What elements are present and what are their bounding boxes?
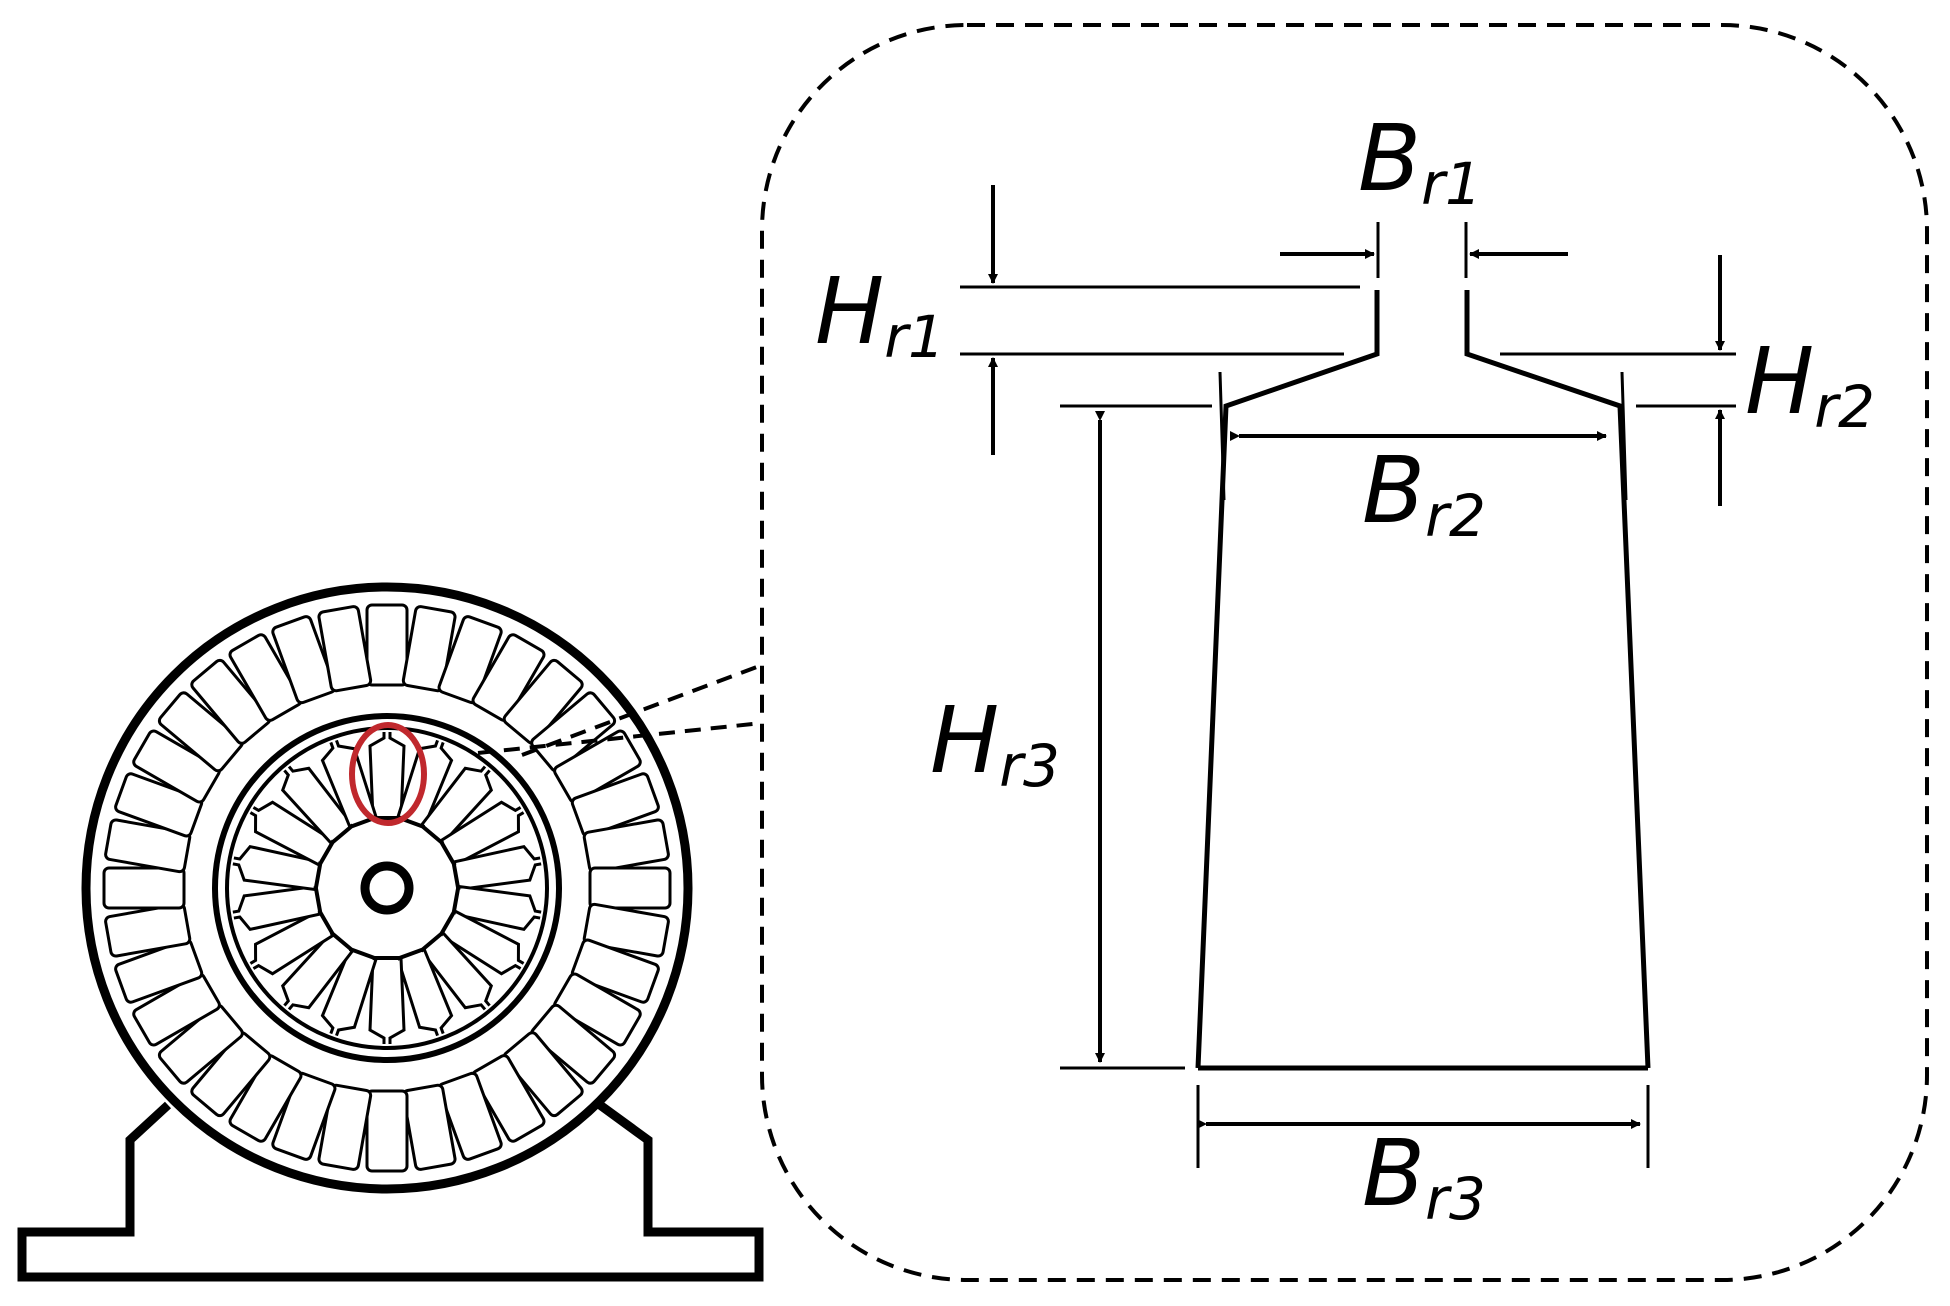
stator-slot <box>271 1071 337 1161</box>
label-br3: Br3 <box>1362 1120 1486 1233</box>
stator-slot <box>114 772 204 838</box>
motor-cross-section <box>17 582 764 1282</box>
label-hr3: Hr3 <box>930 687 1060 800</box>
extension-lines <box>960 222 1736 1168</box>
stator-slot <box>553 972 642 1047</box>
stator-bore <box>212 713 562 1063</box>
stator-slot <box>471 1054 546 1143</box>
stator-slot <box>530 691 617 773</box>
stator-slot <box>317 605 373 693</box>
label-hr1: Hr1 <box>815 258 945 371</box>
stator-slot <box>588 866 672 910</box>
shaft <box>360 861 414 915</box>
rotor-hub <box>313 815 461 961</box>
rotor-slot <box>368 956 406 1044</box>
stator-slot <box>132 729 221 804</box>
label-br2: Br2 <box>1362 437 1486 550</box>
stator-slot <box>102 866 186 910</box>
stator-slot <box>271 615 337 705</box>
highlighted-rotor-slot <box>349 722 427 826</box>
stator-slot <box>104 818 192 874</box>
stator-slot <box>437 1071 503 1161</box>
stator-slot <box>582 902 670 958</box>
stator-slot <box>132 972 221 1047</box>
stator-slot <box>157 1003 244 1085</box>
stator-slot <box>317 1083 373 1171</box>
dimension-arrows <box>988 185 1725 1129</box>
stator-slot <box>157 691 244 773</box>
zoom-line-lower <box>477 721 763 755</box>
label-br1: Br1 <box>1358 105 1482 218</box>
stator-slot <box>502 658 584 745</box>
detail-frame <box>760 23 1929 1282</box>
stator-slot <box>365 1089 409 1173</box>
stator-slot <box>471 633 546 722</box>
stator-slot <box>570 772 660 838</box>
stator-slot <box>582 818 670 874</box>
slot-right-edge <box>1464 290 1651 1069</box>
stator-slot <box>530 1003 617 1085</box>
stator-slot <box>502 1031 584 1118</box>
stator-slot <box>553 729 642 804</box>
stator-slot <box>570 938 660 1004</box>
zoom-connector <box>477 663 763 757</box>
stator-slot <box>365 603 409 687</box>
zoom-line-upper <box>521 663 763 757</box>
stator-slot <box>190 658 272 745</box>
stator-slot <box>228 633 303 722</box>
stator-slot <box>401 605 457 693</box>
stator-slot <box>401 1083 457 1171</box>
stator-slot <box>437 615 503 705</box>
stator-slot <box>104 902 192 958</box>
rotor-slot <box>368 732 406 820</box>
label-hr2: Hr2 <box>1745 328 1875 441</box>
stator-slot <box>228 1054 303 1143</box>
stator-slot <box>190 1031 272 1118</box>
stator-slots <box>102 603 672 1173</box>
stator-slot <box>114 938 204 1004</box>
slot-left-edge <box>1195 290 1380 1069</box>
slot-profile <box>1195 290 1651 1071</box>
